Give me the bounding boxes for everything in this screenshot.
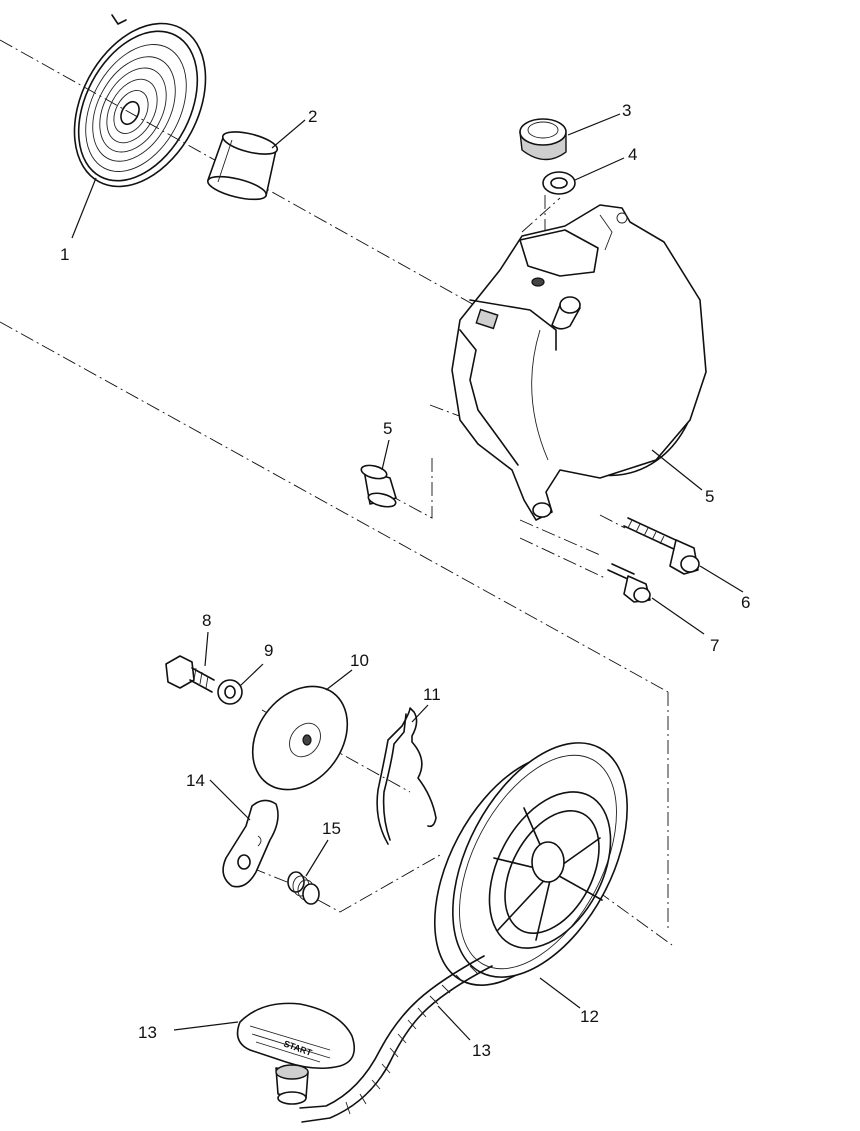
bolt-long-part bbox=[623, 517, 700, 575]
rope-part bbox=[299, 955, 493, 1123]
callout-13-rope: 13 bbox=[472, 1041, 491, 1060]
callout-2: 2 bbox=[308, 107, 317, 126]
callout-14: 14 bbox=[186, 771, 205, 790]
pawl-spring-part bbox=[287, 871, 320, 905]
leader-lines bbox=[71, 113, 744, 1041]
bolt-short-part bbox=[607, 563, 651, 603]
callout-6: 6 bbox=[741, 593, 750, 612]
washer-small-part bbox=[217, 679, 243, 705]
callout-15: 15 bbox=[322, 819, 341, 838]
callout-12: 12 bbox=[580, 1007, 599, 1026]
callout-5-housing: 5 bbox=[705, 487, 714, 506]
callout-1: 1 bbox=[60, 245, 69, 264]
plate-part bbox=[251, 685, 349, 791]
spring-part bbox=[73, 14, 207, 188]
callout-labels: 1 2 3 4 5 5 6 7 8 9 10 11 12 13 13 14 15 bbox=[60, 101, 750, 1060]
callout-8: 8 bbox=[202, 611, 211, 630]
pulley-part bbox=[433, 742, 628, 986]
callout-13-handle: 13 bbox=[138, 1023, 157, 1042]
handle-part: START bbox=[236, 1002, 356, 1105]
housing-part bbox=[451, 204, 707, 521]
callout-9: 9 bbox=[264, 641, 273, 660]
callout-10: 10 bbox=[350, 651, 369, 670]
bushing-small-part bbox=[360, 464, 397, 508]
callout-11: 11 bbox=[423, 685, 441, 704]
wire-spring-part bbox=[376, 707, 437, 845]
washer-part bbox=[542, 171, 576, 195]
pawl-part bbox=[222, 799, 279, 888]
bolt-part bbox=[165, 655, 215, 693]
callout-7: 7 bbox=[710, 636, 719, 655]
callout-5-bushing: 5 bbox=[383, 419, 392, 438]
callout-4: 4 bbox=[628, 145, 637, 164]
cap-part bbox=[519, 118, 567, 161]
callout-3: 3 bbox=[622, 101, 631, 120]
bushing-part bbox=[207, 131, 279, 201]
